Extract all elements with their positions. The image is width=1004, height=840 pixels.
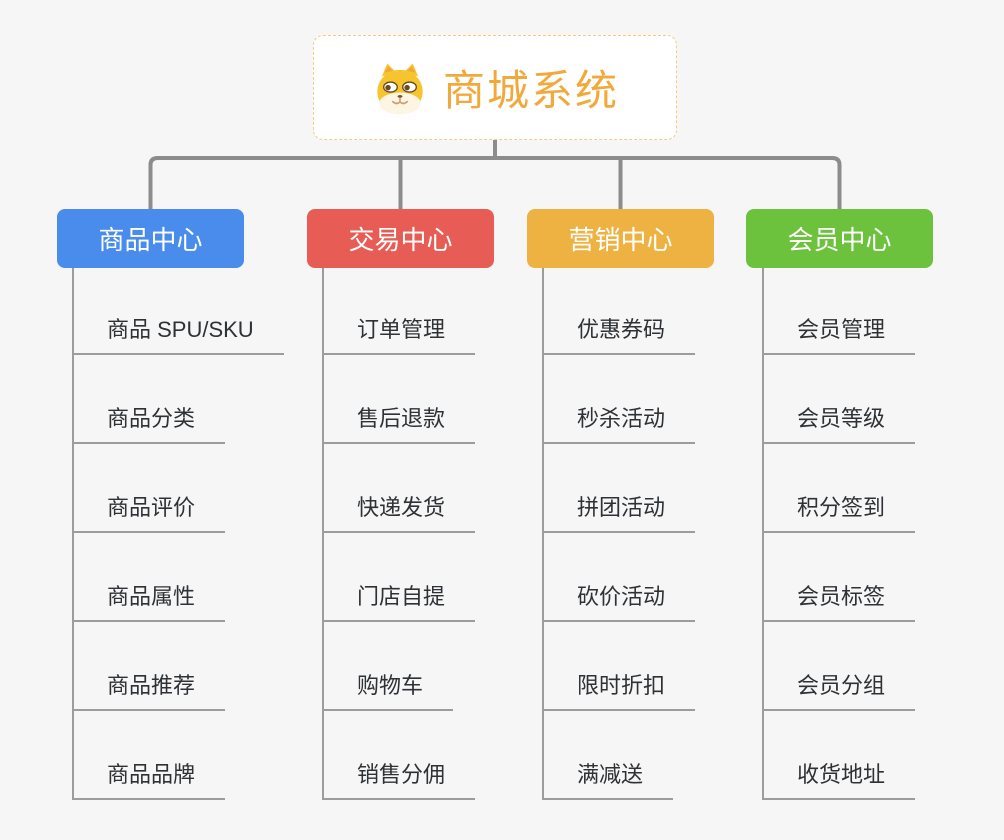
trunk-line-marketing: [542, 268, 544, 798]
leaf-topic[interactable]: 砍价活动: [542, 582, 696, 622]
leaf-topic[interactable]: 门店自提: [322, 582, 476, 622]
leaf-topic[interactable]: 购物车: [322, 671, 454, 711]
leaf-topic[interactable]: 拼团活动: [542, 493, 696, 533]
trunk-line-member: [762, 268, 764, 798]
leaf-topic[interactable]: 满减送: [542, 760, 674, 800]
leaf-topic[interactable]: 收货地址: [762, 760, 916, 800]
leaf-topic[interactable]: 订单管理: [322, 315, 476, 355]
leaf-topic[interactable]: 秒杀活动: [542, 404, 696, 444]
leaf-topic[interactable]: 限时折扣: [542, 671, 696, 711]
leaf-topic[interactable]: 售后退款: [322, 404, 476, 444]
leaf-topic[interactable]: 会员标签: [762, 582, 916, 622]
leaf-topic[interactable]: 商品推荐: [72, 671, 226, 711]
leaf-topic[interactable]: 商品分类: [72, 404, 226, 444]
trunk-line-trade: [322, 268, 324, 798]
leaf-topic[interactable]: 快递发货: [322, 493, 476, 533]
leaf-topic[interactable]: 会员管理: [762, 315, 916, 355]
leaf-topic[interactable]: 会员分组: [762, 671, 916, 711]
root-node[interactable]: 商城系统: [313, 35, 677, 140]
leaf-topic[interactable]: 会员等级: [762, 404, 916, 444]
leaf-topic[interactable]: 优惠券码: [542, 315, 696, 355]
shiba-dog-icon: [371, 60, 429, 116]
trunk-line-product: [72, 268, 74, 798]
branch-node-marketing-center[interactable]: 营销中心: [527, 209, 714, 268]
horizontal-rail-line: [148, 156, 842, 210]
root-title: 商城系统: [442, 67, 619, 114]
branch-node-member-center[interactable]: 会员中心: [746, 209, 933, 268]
leaf-topic[interactable]: 销售分佣: [322, 760, 476, 800]
leaf-topic[interactable]: 积分签到: [762, 493, 916, 533]
leaf-topic[interactable]: 商品评价: [72, 493, 226, 533]
leaf-topic[interactable]: 商品品牌: [72, 760, 226, 800]
leaf-topic[interactable]: 商品属性: [72, 582, 226, 622]
leaf-topic[interactable]: 商品 SPU/SKU: [72, 315, 284, 355]
branch-node-trade-center[interactable]: 交易中心: [307, 209, 494, 268]
branch-node-product-center[interactable]: 商品中心: [57, 209, 244, 268]
